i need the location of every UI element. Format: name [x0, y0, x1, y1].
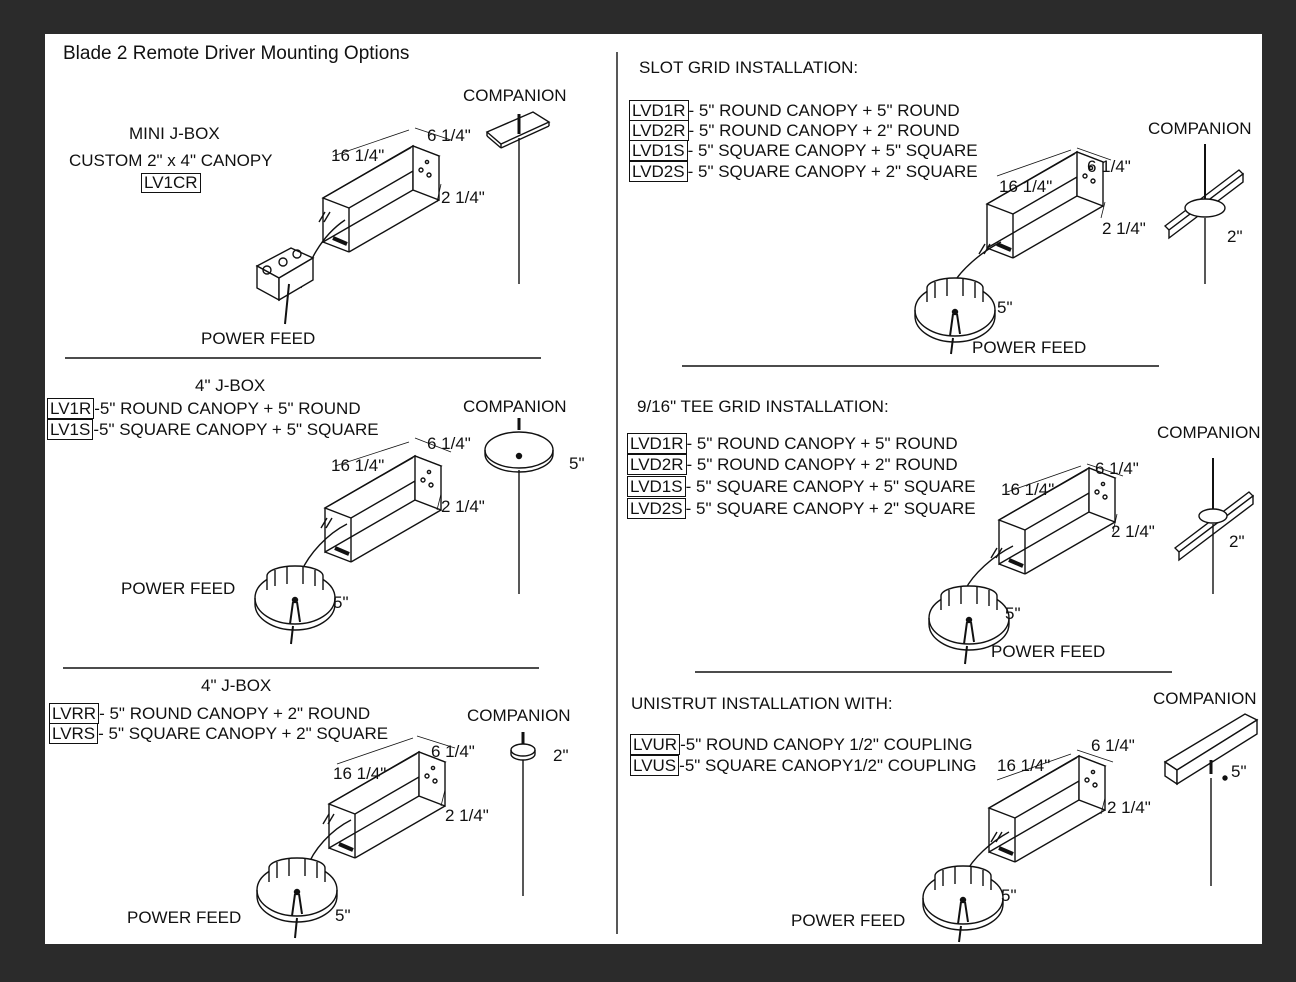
dim-length: 16 1/4" [999, 177, 1053, 196]
slot-row: LVD2R- 5" ROUND CANOPY + 2" ROUND [629, 120, 960, 141]
product-code: LVD1S [629, 140, 688, 161]
page-title: Blade 2 Remote Driver Mounting Options [63, 43, 410, 64]
dim-five: 5" [333, 593, 349, 612]
dim-height: 2 1/4" [1107, 798, 1151, 817]
diagram-sheet: Blade 2 Remote Driver Mounting Options M… [45, 34, 1262, 944]
dim-five: 5" [1001, 886, 1017, 905]
row-text: - 5" ROUND CANOPY + 5" ROUND [686, 434, 958, 453]
power-feed-label: POWER FEED [127, 908, 242, 927]
dim-length: 16 1/4" [997, 756, 1051, 775]
row-text: - 5" ROUND CANOPY + 2" ROUND [99, 704, 371, 723]
dim-five: 5" [335, 906, 351, 925]
row-text: - 5" SQUARE CANOPY + 2" SQUARE [687, 162, 978, 181]
row-text: -5" SQUARE CANOPY1/2" COUPLING [679, 756, 977, 775]
unistrut-heading: UNISTRUT INSTALLATION WITH: [631, 694, 893, 713]
dim-five: 5" [1231, 762, 1247, 781]
product-code: LVD2R [627, 454, 687, 475]
slot-grid-heading: SLOT GRID INSTALLATION: [639, 58, 859, 77]
power-feed-label: POWER FEED [791, 911, 906, 930]
product-code: LV1S [47, 419, 94, 440]
dim-height: 2 1/4" [441, 497, 485, 516]
slot-row: LVD1R- 5" ROUND CANOPY + 5" ROUND [629, 100, 960, 121]
mini-code-box: LV1CR [141, 173, 201, 193]
product-code: LV1R [47, 398, 95, 419]
companion-label: COMPANION [1157, 423, 1261, 442]
dim-five: 5" [569, 454, 585, 473]
power-feed-label: POWER FEED [121, 579, 236, 598]
tee-row: LVD1R- 5" ROUND CANOPY + 5" ROUND [627, 433, 958, 454]
row-text: - 5" SQUARE CANOPY + 2" SQUARE [98, 724, 389, 743]
dim-width: 6 1/4" [431, 742, 475, 761]
dim-height: 2 1/4" [445, 806, 489, 825]
power-feed-label: POWER FEED [972, 338, 1087, 357]
dim-width: 6 1/4" [1091, 736, 1135, 755]
product-code: LVUS [630, 755, 680, 776]
companion-label: COMPANION [1148, 119, 1252, 138]
dim-height: 2 1/4" [1111, 522, 1155, 541]
product-code: LVUR [630, 734, 681, 755]
tee-row: LVD1S- 5" SQUARE CANOPY + 5" SQUARE [627, 476, 976, 497]
dim-two: 2" [1227, 227, 1243, 246]
dim-height: 2 1/4" [441, 188, 485, 207]
jbox1-heading: 4" J-BOX [195, 376, 266, 395]
row-text: - 5" ROUND CANOPY + 2" ROUND [686, 455, 958, 474]
row-text: - 5" SQUARE CANOPY + 5" SQUARE [685, 477, 976, 496]
product-code: LVD2S [629, 161, 688, 182]
companion-label: COMPANION [467, 706, 571, 725]
dim-width: 6 1/4" [1095, 459, 1139, 478]
companion-label: COMPANION [463, 397, 567, 416]
row-text: - 5" ROUND CANOPY + 5" ROUND [688, 101, 960, 120]
jbox2-row: LVRS- 5" SQUARE CANOPY + 2" SQUARE [49, 723, 389, 744]
mini-canopy-heading: CUSTOM 2" x 4" CANOPY [69, 151, 273, 170]
tee-grid-heading: 9/16" TEE GRID INSTALLATION: [637, 397, 889, 416]
dim-width: 6 1/4" [427, 434, 471, 453]
row-text: - 5" SQUARE CANOPY + 5" SQUARE [687, 141, 978, 160]
dim-width: 6 1/4" [427, 126, 471, 145]
product-code: LVD1R [629, 100, 689, 121]
product-code: LVD1R [627, 433, 687, 454]
jbox1-row: LV1R-5" ROUND CANOPY + 5" ROUND [47, 398, 361, 419]
product-code: LVRS [49, 723, 99, 744]
row-text: - 5" SQUARE CANOPY + 2" SQUARE [685, 499, 976, 518]
slot-row: LVD2S- 5" SQUARE CANOPY + 2" SQUARE [629, 161, 978, 182]
product-code: LVD2S [627, 498, 686, 519]
jbox2-heading: 4" J-BOX [201, 676, 272, 695]
row-text: -5" SQUARE CANOPY + 5" SQUARE [93, 420, 379, 439]
power-feed-label: POWER FEED [201, 329, 316, 348]
row-text: -5" ROUND CANOPY + 5" ROUND [94, 399, 361, 418]
row-text: - 5" ROUND CANOPY + 2" ROUND [688, 121, 960, 140]
jbox2-row: LVRR- 5" ROUND CANOPY + 2" ROUND [49, 703, 371, 724]
power-feed-label: POWER FEED [991, 642, 1106, 661]
tee-row: LVD2S- 5" SQUARE CANOPY + 2" SQUARE [627, 498, 976, 519]
unistrut-row: LVUS-5" SQUARE CANOPY1/2" COUPLING [630, 755, 977, 776]
mini-jbox-heading: MINI J-BOX [129, 124, 220, 143]
product-code: LVD2R [629, 120, 689, 141]
dim-two: 2" [1229, 532, 1245, 551]
dim-five: 5" [997, 298, 1013, 317]
tee-row: LVD2R- 5" ROUND CANOPY + 2" ROUND [627, 454, 958, 475]
dim-length: 16 1/4" [1001, 480, 1055, 499]
diagram-artwork [63, 52, 1259, 943]
dim-five: 5" [1005, 604, 1021, 623]
dim-height: 2 1/4" [1102, 219, 1146, 238]
companion-label: COMPANION [1153, 689, 1257, 708]
slot-row: LVD1S- 5" SQUARE CANOPY + 5" SQUARE [629, 140, 978, 161]
dim-length: 16 1/4" [331, 456, 385, 475]
row-text: -5" ROUND CANOPY 1/2" COUPLING [680, 735, 973, 754]
unistrut-row: LVUR-5" ROUND CANOPY 1/2" COUPLING [630, 734, 973, 755]
dim-width: 6 1/4" [1087, 157, 1131, 176]
dim-length: 16 1/4" [333, 764, 387, 783]
companion-label: COMPANION [463, 86, 567, 105]
product-code: LVRR [49, 703, 100, 724]
jbox1-row: LV1S-5" SQUARE CANOPY + 5" SQUARE [47, 419, 379, 440]
product-code: LVD1S [627, 476, 686, 497]
dim-two: 2" [553, 746, 569, 765]
dim-length: 16 1/4" [331, 146, 385, 165]
